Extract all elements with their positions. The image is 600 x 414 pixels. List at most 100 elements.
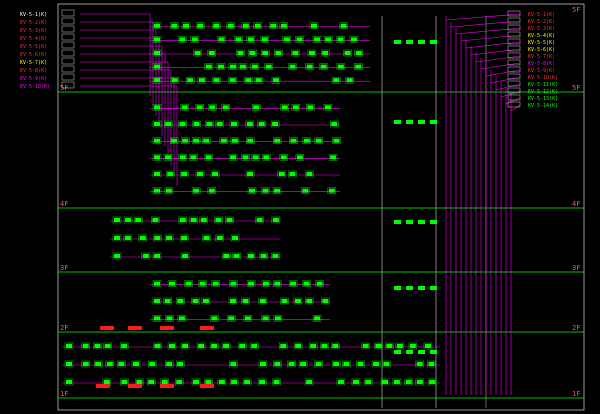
device-block <box>418 220 425 224</box>
device-block <box>396 344 403 348</box>
drawing-frame <box>57 3 585 411</box>
left-tag-list: KV-5-1(K) KV-5-2(K) KV-5-3(K) KV-5-4(K) … <box>20 12 50 90</box>
device-outline <box>201 297 211 305</box>
device-outline <box>302 280 311 287</box>
device-outline <box>307 49 317 57</box>
device-block <box>166 362 173 366</box>
device-block <box>394 220 401 224</box>
device-outline <box>229 378 239 386</box>
device-block <box>192 299 199 303</box>
device-outline <box>117 360 126 368</box>
device-outline <box>314 360 323 368</box>
wire-feeder <box>495 83 521 91</box>
device-outline <box>427 360 436 368</box>
device-outline <box>320 342 329 350</box>
device-outline <box>288 280 298 287</box>
device-outline <box>112 234 122 242</box>
device-block <box>197 23 204 28</box>
device-block <box>208 51 215 55</box>
device-outline <box>119 342 129 350</box>
device-outline <box>271 76 281 84</box>
device-outline <box>280 297 289 305</box>
device-outline <box>354 49 363 57</box>
device-outline <box>238 63 248 70</box>
device-block <box>256 218 263 222</box>
device-block <box>362 344 369 348</box>
device-outline <box>152 252 162 260</box>
device-outline <box>332 76 341 84</box>
device-block <box>418 286 425 290</box>
device-block <box>406 350 413 354</box>
device-outline <box>415 360 424 368</box>
device-block <box>394 286 401 290</box>
device-block <box>66 344 72 348</box>
device-outline <box>287 360 296 368</box>
device-block <box>179 122 186 126</box>
left-tag: KV-5-2(K) <box>20 20 47 26</box>
device-outline <box>315 280 324 287</box>
left-tag: KV-5-7(K) <box>20 60 47 66</box>
device-outline <box>246 137 255 144</box>
device-outline <box>320 49 330 57</box>
device-outline <box>195 170 205 178</box>
device-block <box>206 122 213 126</box>
device-block <box>337 37 344 42</box>
device-block <box>154 299 160 303</box>
device-block <box>154 23 160 28</box>
device-block <box>213 23 220 28</box>
device-outline <box>306 104 315 111</box>
device-outline <box>351 378 361 386</box>
device-outline <box>152 49 162 57</box>
device-block <box>230 155 237 160</box>
device-block <box>208 188 215 193</box>
device-block <box>183 23 190 28</box>
device-block <box>212 172 219 176</box>
device-block <box>154 316 160 321</box>
device-outline <box>342 360 351 368</box>
device-block <box>212 281 219 286</box>
device-block <box>246 122 253 126</box>
device-outline <box>305 63 314 70</box>
device-outline <box>178 120 187 128</box>
device-outline <box>152 63 162 70</box>
device-outline <box>196 22 205 29</box>
device-outline <box>152 187 162 194</box>
device-block <box>154 254 161 258</box>
device-outline <box>408 342 418 350</box>
device-block <box>274 188 281 193</box>
device-block <box>306 64 313 69</box>
device-block <box>182 254 189 258</box>
device-outline <box>148 360 157 368</box>
device-block <box>237 51 244 55</box>
device-outline <box>210 170 220 178</box>
device-outline <box>298 360 308 368</box>
device-outline <box>301 187 310 194</box>
terminal-box <box>507 24 521 31</box>
device-block <box>255 78 262 83</box>
device-block <box>227 23 234 28</box>
device-outline <box>305 297 314 305</box>
device-outline <box>212 22 221 29</box>
device-block <box>280 155 287 160</box>
device-outline <box>123 216 133 224</box>
device-outline <box>189 216 198 224</box>
device-outline <box>392 378 402 386</box>
device-block <box>205 155 212 160</box>
device-outline <box>250 63 260 70</box>
device-block <box>394 120 401 124</box>
device-outline <box>204 63 213 70</box>
device-block <box>290 281 297 286</box>
device-block <box>283 37 290 42</box>
device-block <box>322 51 329 55</box>
device-block <box>200 218 207 222</box>
device-block <box>278 172 285 176</box>
device-outline <box>163 154 173 161</box>
device-outline <box>195 104 204 111</box>
device-block <box>262 188 269 193</box>
device-block <box>430 350 437 354</box>
device-block <box>198 78 205 83</box>
device-block <box>322 299 329 303</box>
device-block <box>166 236 173 240</box>
device-outline <box>258 360 268 368</box>
floor-label-4f-right: 4F <box>572 200 580 208</box>
